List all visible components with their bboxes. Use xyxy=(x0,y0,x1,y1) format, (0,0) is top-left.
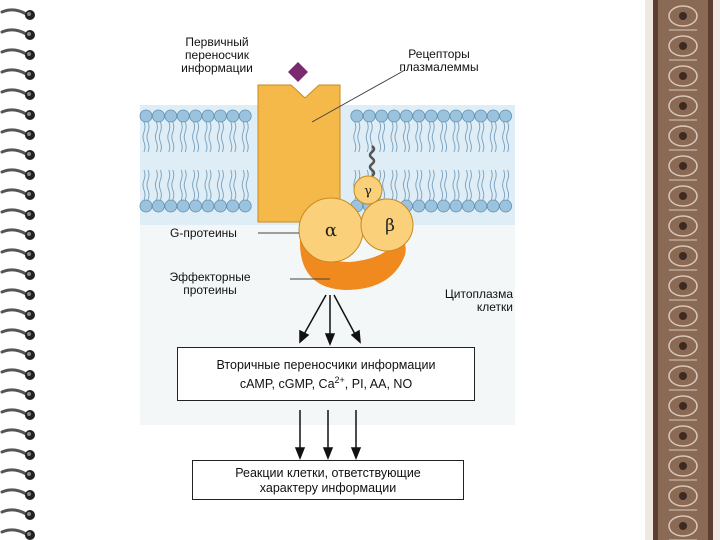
receptor-leader-line xyxy=(311,69,406,123)
cell-response-line2: характеру информации xyxy=(259,481,397,495)
spiral-binding xyxy=(0,8,35,540)
phospholipid-heads xyxy=(139,109,513,213)
second-messengers-list-prefix: cAMP, cGMP, Ca xyxy=(239,377,335,392)
primary-messenger-label: Первичный переносчик информации xyxy=(181,35,253,75)
receptors-label: Рецепторы плазмалеммы xyxy=(399,47,479,74)
effector-protein xyxy=(299,234,406,290)
beta-label: β xyxy=(385,216,395,236)
gamma-label: γ xyxy=(364,184,372,199)
g-gamma-subunit xyxy=(353,175,383,205)
calcium-charge: 2+ xyxy=(334,375,345,385)
ligand-primary-messenger xyxy=(288,62,308,82)
arrows-to-cell-response xyxy=(294,410,362,461)
effector-proteins-label: Эффекторные протеины xyxy=(169,270,251,297)
alpha-label: α xyxy=(325,220,337,241)
g-beta-subunit xyxy=(360,198,414,252)
cytoplasm-label: Цитоплазма клетки xyxy=(444,287,513,314)
second-messengers-box: Вторичные переносчики информации cAMP, c… xyxy=(177,347,475,401)
receptor-protein xyxy=(257,84,341,223)
second-messengers-title: Вторичные переносчики информации xyxy=(216,358,436,372)
second-messengers-list-suffix: , PI, AA, NO xyxy=(344,377,413,392)
lipid-anchor xyxy=(368,145,376,177)
cell-response-box: Реакции клетки, ответствующие характеру … xyxy=(192,460,464,500)
lipid-tails xyxy=(142,121,510,201)
g-proteins-label: G-протеины xyxy=(170,226,237,240)
second-messengers-list: cAMP, cGMP, Ca2+, PI, AA, NO xyxy=(178,373,474,391)
arrows-to-second-messengers xyxy=(299,294,361,347)
cell-response-line1: Реакции клетки, ответствующие xyxy=(235,466,421,480)
decorative-frame xyxy=(645,0,720,540)
